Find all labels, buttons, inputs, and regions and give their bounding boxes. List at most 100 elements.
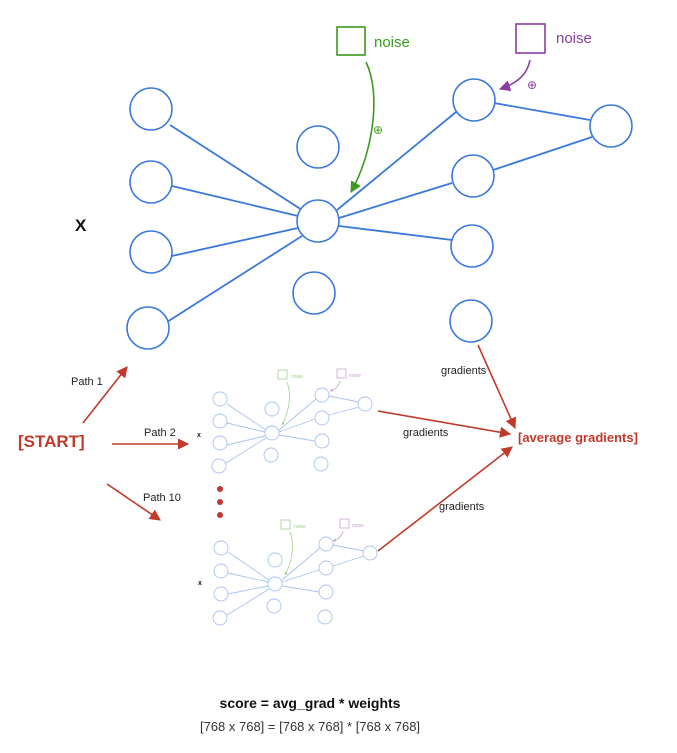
noise-box-purple [515,23,546,54]
edge [166,235,303,323]
edge [278,398,317,431]
path10-label: Path 10 [143,492,181,504]
mini-node [318,584,334,600]
output-node [449,299,493,343]
plus-icon-green: ⊕ [373,123,383,137]
edge [227,585,269,595]
mini-noise-label-green: noise [294,524,306,530]
paths-section: [START] Path 1 Path 2 Path 10 [18,366,223,521]
edge [332,544,365,552]
noise-label-purple: noise [556,30,592,47]
ellipsis-dots [217,486,223,518]
input-node [126,306,170,350]
mini-node [212,413,228,429]
noise-arrow-purple [498,59,531,92]
edge [278,434,316,442]
mini-node [211,458,227,474]
mini-node [267,552,283,568]
formula-main: score = avg_grad * weights [220,695,401,711]
hidden-node [296,125,340,169]
mini-node [264,425,280,441]
mini-noise-label-green: noise [291,374,303,380]
output-node [450,224,494,268]
mini-network-path10: x noise noise [198,518,378,626]
mini-node [362,545,378,561]
dot [217,486,223,492]
mini-noise-label-purple: noise [349,373,361,379]
gradient-arrows: gradients gradients gradients [average g… [377,344,638,552]
mini-noise-box-purple [339,518,350,529]
edge [227,551,270,581]
path10-arrow [106,483,161,521]
mini-node [314,410,330,426]
mini-node [266,598,282,614]
mini-node [212,610,228,626]
input-node [129,230,173,274]
path1-label: Path 1 [71,376,103,388]
edge [328,395,360,403]
path2-label: Path 2 [144,427,176,439]
mini-node [314,433,330,449]
mini-node [213,540,229,556]
dot [217,499,223,505]
edge [171,227,299,257]
gradients-label-path2: gradients [403,427,449,439]
edge [278,418,316,433]
mini-network-path2: x noise noise [197,368,373,474]
edge [225,437,267,464]
mini-node [267,576,283,592]
edge [281,547,321,581]
edge [281,569,320,583]
mini-node [318,560,334,576]
output-node [451,154,495,198]
mini-input-label: x [197,432,201,439]
mini-node [213,563,229,579]
mini-noise-arrow-purple [329,380,341,392]
main-network-nodes [126,78,633,350]
hidden-node [292,271,336,315]
mini-node [212,391,228,407]
gradients-arrow-path2 [377,410,512,438]
mini-node [212,435,228,451]
edge [328,406,360,416]
edge [226,588,270,616]
edge [227,572,269,583]
edge [336,111,457,211]
main-network: X noise ⊕ noise ⊕ [75,23,633,350]
noise-box-green [336,26,366,56]
edge [338,182,453,219]
edge [492,136,593,171]
average-gradients-label: [average gradients] [518,430,638,445]
mini-noise-arrow-green [281,381,290,426]
noise-arrow-green [350,61,375,193]
edge [171,185,299,217]
mini-node [357,396,373,412]
start-label: [START] [18,432,85,451]
edge [169,124,303,211]
mini-node [313,456,329,472]
mini-node [314,387,330,403]
edge [493,102,591,121]
noise-label-green: noise [374,34,410,51]
formula-dims: [768 x 768] = [768 x 768] * [768 x 768] [200,719,420,734]
input-label: X [75,216,87,235]
mini-node [263,447,279,463]
mini-node [318,536,334,552]
input-node [129,87,173,131]
dot [217,512,223,518]
edge [338,225,453,241]
mini-input-label: x [198,580,202,587]
mini-noise-label-purple: noise [352,523,364,529]
hidden-node-central [296,199,340,243]
mini-node [317,609,333,625]
gradients-label-path10: gradients [439,501,485,513]
mini-noise-arrow-purple [332,530,344,542]
plus-icon-purple: ⊕ [527,78,537,92]
gradients-arrow-path10 [377,446,513,552]
path1-arrow [82,366,128,424]
final-node [589,104,633,148]
mini-node [213,586,229,602]
mini-noise-arrow-green [284,531,293,576]
edge [226,422,266,433]
input-node [129,160,173,204]
